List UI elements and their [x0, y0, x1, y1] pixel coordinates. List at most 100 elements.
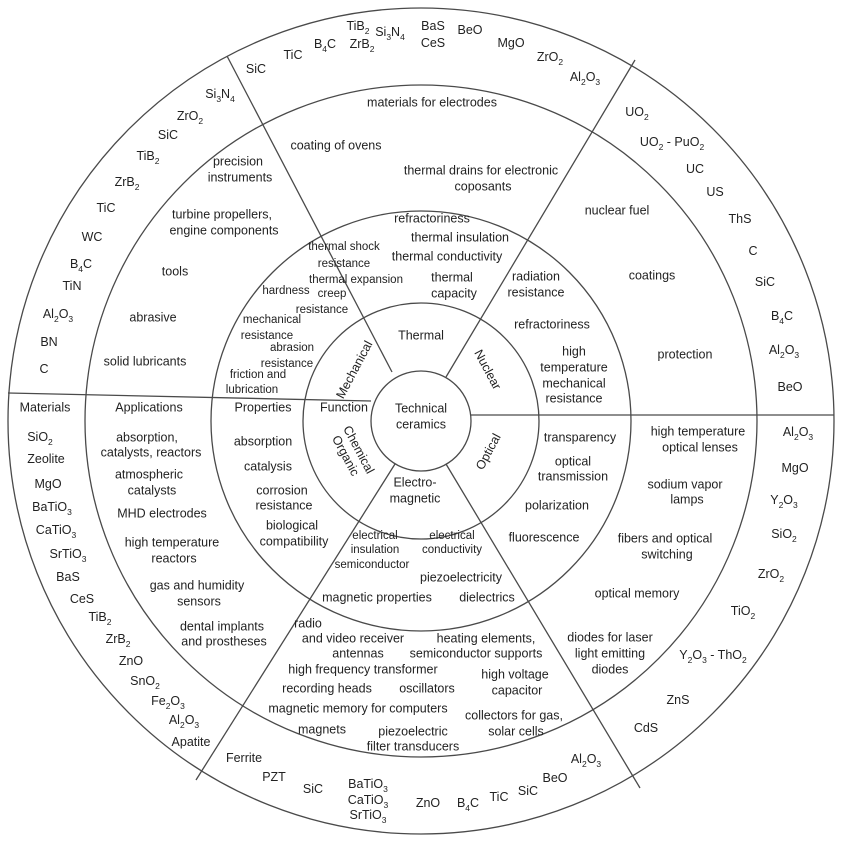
material-top-left-2: SiC	[158, 128, 178, 142]
app-sodium-2: lamps	[670, 492, 703, 506]
prop-creep-2: resistance	[296, 304, 348, 316]
app-mhd: MHD electrodes	[117, 506, 207, 520]
prop-thermal-capacity-1: thermal	[431, 270, 473, 284]
prop-abrasion-2: resistance	[261, 358, 313, 370]
material-bottom-left-9: ZrB2	[106, 632, 131, 649]
material-top-2: BaS	[421, 19, 445, 33]
ring-applications-outer	[84, 84, 758, 758]
material-bottom-right-8: CdS	[634, 721, 658, 735]
material-bottom-left-6: BaS	[56, 570, 80, 584]
material-bottom-8: TiC	[490, 790, 509, 804]
prop-mech-resistance-1: mechanical	[243, 314, 301, 326]
material-top-right-1: UO2 - PuO2	[640, 135, 705, 152]
app-absorption-1: absorption,	[116, 430, 178, 444]
ring-materials-outer	[7, 7, 835, 835]
prop-corrosion-2: resistance	[256, 498, 313, 512]
header-properties: Properties	[235, 400, 292, 414]
material-bottom-left-3: BaTiO3	[32, 500, 72, 517]
prop-dielectrics: dielectrics	[459, 590, 515, 604]
app-thermal-drains-2: coposants	[455, 179, 512, 193]
prop-radiation-1: radiation	[512, 269, 560, 283]
app-recording-heads: recording heads	[282, 681, 372, 695]
app-radio-2: and video receiver	[302, 631, 404, 645]
material-top-right-5: C	[748, 244, 757, 258]
material-top-left-5: TiC	[97, 201, 116, 215]
app-oscillators: oscillators	[399, 681, 455, 695]
prop-semiconductor: semiconductor	[335, 559, 410, 571]
app-hf-transformer: high frequency transformer	[288, 662, 437, 676]
material-top-right-4: ThS	[729, 212, 752, 226]
app-magnetic-memory: magnetic memory for computers	[268, 701, 447, 715]
prop-biological-1: biological	[266, 518, 318, 532]
prop-hardness: hardness	[262, 285, 310, 297]
function-electromagnetic-1: Electro-	[393, 475, 436, 489]
app-gas-sensors-1: gas and humidity	[150, 578, 245, 592]
app-radio-1: radio	[294, 616, 322, 630]
material-top-right-7: B4C	[771, 309, 793, 326]
material-bottom-4: CaTiO3	[348, 793, 389, 810]
app-precision-1: precision	[213, 154, 263, 168]
app-solid-lubricants: solid lubricants	[104, 354, 187, 368]
prop-absorption: absorption	[234, 434, 292, 448]
material-top-left-6: WC	[82, 230, 103, 244]
material-bottom-right-7: ZnS	[667, 693, 690, 707]
material-top-right-0: UO2	[625, 105, 649, 122]
prop-thermal-refractoriness: refractoriness	[394, 211, 470, 225]
app-sodium-1: sodium vapor	[647, 477, 722, 491]
divider-bottom-left	[195, 463, 396, 781]
function-mechanical: Mechanical	[333, 338, 375, 400]
prop-optical-transmission-2: transmission	[538, 469, 608, 483]
prop-corrosion-1: corrosion	[256, 483, 307, 497]
material-top-6: CeS	[421, 36, 445, 50]
material-bottom-right-2: Y2O3	[770, 493, 798, 510]
material-bottom-left-8: TiB2	[88, 610, 111, 627]
app-optical-lenses-2: optical lenses	[662, 440, 738, 454]
app-coatings: coatings	[629, 268, 676, 282]
prop-friction-1: friction and	[230, 369, 286, 381]
prop-fluorescence: fluorescence	[509, 530, 580, 544]
prop-thermal-conductivity: thermal conductivity	[392, 249, 503, 263]
prop-polarization: polarization	[525, 498, 589, 512]
material-bottom-left-14: Apatite	[172, 735, 211, 749]
material-bottom-0: Ferrite	[226, 751, 262, 765]
material-bottom-right-5: TiO2	[731, 604, 756, 621]
prop-electrical-insulation-1: electrical	[352, 530, 397, 542]
prop-nuclear-resistance: resistance	[546, 391, 603, 405]
material-top-8: TiC	[284, 48, 303, 62]
prop-electrical-conductivity-2: conductivity	[422, 544, 482, 556]
prop-nuclear-temperature: temperature	[540, 360, 607, 374]
material-top-3: BeO	[457, 23, 482, 37]
material-top-right-3: US	[706, 185, 723, 199]
center-line-2: ceramics	[396, 417, 446, 431]
app-piezoelectric-2: filter transducers	[367, 739, 459, 753]
material-top-9: ZrO2	[537, 50, 564, 67]
ring-headers: Function Properties Applications Materia…	[20, 400, 368, 414]
app-protection: protection	[658, 347, 713, 361]
material-bottom-5: SrTiO3	[350, 808, 387, 825]
prop-electrical-conductivity-1: electrical	[429, 530, 474, 542]
material-top-10: SiC	[246, 62, 266, 76]
function-nuclear: Nuclear	[471, 347, 504, 392]
prop-transparency: transparency	[544, 430, 617, 444]
prop-optical-transmission-1: optical	[555, 454, 591, 468]
divider-top-left	[226, 55, 393, 373]
material-top-1: Si3N4	[375, 25, 405, 42]
material-bottom-1: PZT	[262, 770, 286, 784]
dividers	[7, 55, 834, 789]
app-reactors-2: reactors	[151, 551, 196, 565]
material-top-right-9: BeO	[777, 380, 802, 394]
app-heating: heating elements,	[437, 631, 536, 645]
material-bottom-7: B4C	[457, 796, 479, 813]
prop-creep-1: creep	[318, 288, 347, 300]
material-bottom-right-1: MgO	[781, 461, 808, 475]
app-reactors-1: high temperature	[125, 535, 220, 549]
app-electrodes: materials for electrodes	[367, 95, 497, 109]
app-piezoelectric-1: piezoelectric	[378, 724, 447, 738]
function-optical: Optical	[473, 431, 504, 472]
ring-properties-outer	[210, 210, 632, 632]
prop-electrical-insulation-2: insulation	[351, 544, 400, 556]
app-diodes-1: diodes for laser	[567, 630, 652, 644]
app-precision-2: instruments	[208, 170, 273, 184]
material-top-left-7: B4C	[70, 257, 92, 274]
material-top-left-10: BN	[40, 335, 57, 349]
